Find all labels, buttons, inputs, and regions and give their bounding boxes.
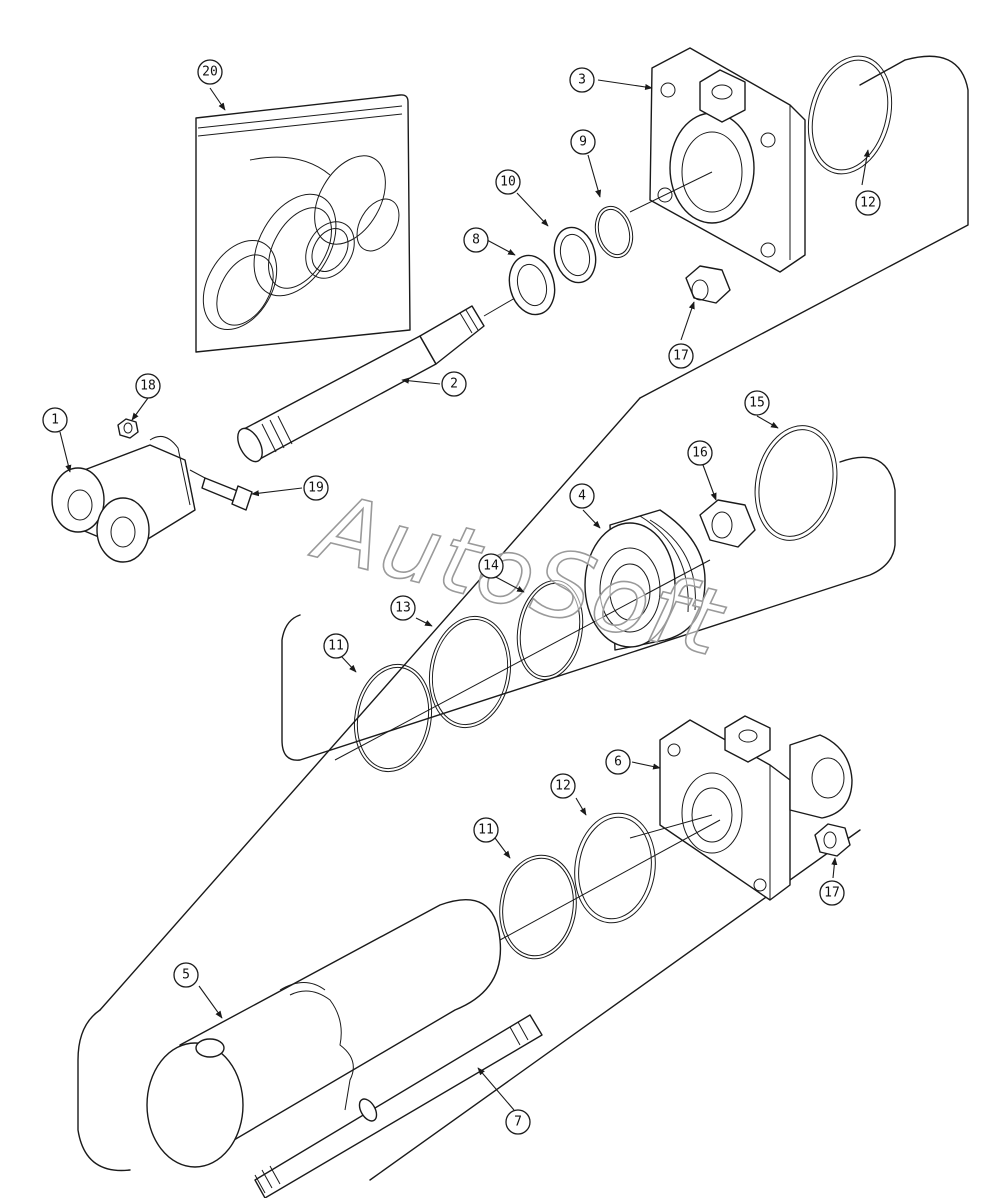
seal-kit-bag [195,94,411,353]
callout-leaders [59,79,870,1111]
svg-text:3: 3 [578,73,586,88]
svg-text:11: 11 [478,823,494,838]
svg-text:12: 12 [860,196,876,211]
callout-9: 9 [570,129,596,155]
svg-text:6: 6 [614,755,622,770]
callout-10: 10 [495,169,521,195]
rod-clevis [51,435,196,563]
callout-12-top: 12 [855,190,881,216]
callout-13: 13 [390,595,416,621]
tie-rod [254,1014,543,1198]
callout-15: 15 [744,390,770,416]
callout-5: 5 [173,962,199,988]
callout-20: 20 [197,59,223,85]
callout-19: 19 [303,475,329,501]
center-line-bottom [499,819,721,941]
piston-rod [237,297,516,463]
backup-ring-13 [428,615,512,729]
center-line-middle [334,559,711,761]
svg-text:17: 17 [824,886,840,901]
svg-text:9: 9 [579,135,587,150]
tie-rod-nut-bottom [814,823,851,857]
svg-text:10: 10 [500,175,516,190]
callout-1: 1 [42,407,68,433]
svg-text:1: 1 [51,413,59,428]
piston [584,509,706,651]
svg-text:2: 2 [450,377,458,392]
callout-3: 3 [569,67,595,93]
piston-seal-15 [754,425,838,541]
head-o-ring-top [807,55,893,175]
svg-text:19: 19 [308,481,324,496]
callout-6: 6 [605,749,631,775]
piston-nut [699,499,756,548]
callout-17-top: 17 [668,343,694,369]
phantom-cylinder-top [639,55,969,399]
wear-ring-14 [516,579,584,681]
svg-text:17: 17 [673,349,689,364]
svg-text:8: 8 [472,233,480,248]
svg-text:13: 13 [395,601,411,616]
svg-text:16: 16 [692,446,708,461]
callout-2: 2 [441,371,467,397]
callout-7: 7 [505,1109,531,1135]
callout-4: 4 [569,483,595,509]
watermark: AutoSoft [303,472,735,677]
phantom-cylinder-middle [281,456,896,761]
cylinder-barrel [146,899,502,1168]
tie-rod-nut-top [685,265,731,304]
svg-text:4: 4 [578,489,586,504]
callout-12-bottom: 12 [550,773,576,799]
svg-text:15: 15 [749,396,765,411]
callout-16: 16 [687,440,713,466]
callout-17-bottom: 17 [819,880,845,906]
svg-text:14: 14 [483,559,499,574]
wiper-seal [508,254,556,316]
svg-text:5: 5 [182,968,190,983]
callout-14: 14 [478,553,504,579]
clevis-nut [117,418,139,439]
o-ring-11-middle [353,663,433,773]
svg-text:7: 7 [514,1115,522,1130]
callout-18: 18 [135,373,161,399]
head-o-ring-bottom [574,812,656,924]
rod-end-head [629,47,806,273]
svg-text:18: 18 [140,379,156,394]
rod-seal [553,226,597,284]
svg-text:11: 11 [328,639,344,654]
callout-11-middle: 11 [323,633,349,659]
cap-end [629,715,853,901]
svg-text:12: 12 [555,779,571,794]
callout-8: 8 [463,227,489,253]
svg-text:20: 20 [202,65,218,80]
rod-o-ring [594,205,634,259]
clevis-bolt [189,469,253,511]
callout-11-bottom: 11 [473,817,499,843]
o-ring-11-bottom [499,854,577,960]
